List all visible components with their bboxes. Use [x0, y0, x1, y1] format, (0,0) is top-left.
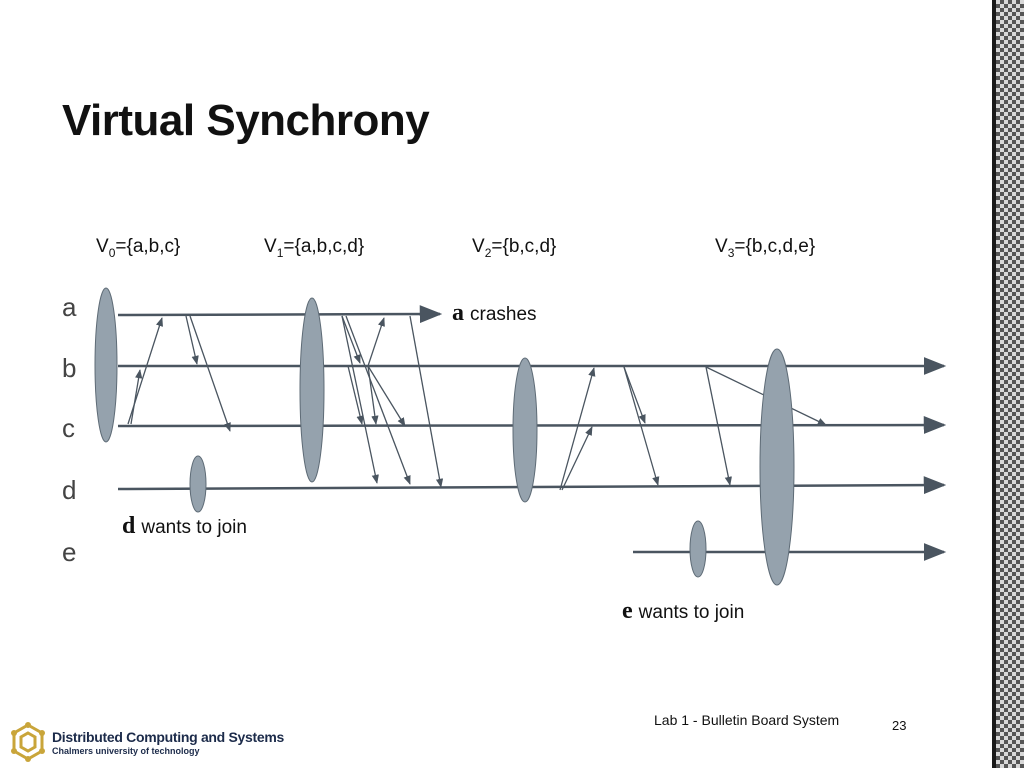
message-arrow	[341, 315, 361, 364]
message-arrow	[189, 315, 231, 432]
page-number: 23	[892, 718, 907, 733]
message-arrow	[341, 315, 379, 484]
process-label-b: b	[62, 353, 77, 383]
footer-course-title: Lab 1 - Bulletin Board System	[654, 712, 840, 728]
view-change-v1	[299, 297, 325, 483]
virtual-synchrony-diagram	[94, 287, 947, 586]
message-arrow	[561, 426, 593, 491]
page-title: Virtual Synchrony	[62, 96, 430, 145]
message-arrow	[705, 366, 732, 486]
message-arrow	[623, 366, 646, 424]
message-arrow	[367, 365, 406, 427]
chalmers-logo-icon	[8, 722, 48, 762]
message-arrow	[345, 315, 411, 485]
join-request-e	[689, 520, 707, 578]
message-arrow	[367, 317, 385, 367]
view-label-v0: V0={a,b,c}	[96, 236, 181, 260]
message-arrow	[130, 369, 143, 425]
organization-name: Distributed Computing and Systems Chalme…	[52, 729, 285, 756]
process-label-a: a	[62, 292, 77, 322]
message-arrow	[367, 365, 379, 425]
view-change-v2	[512, 357, 538, 503]
decorative-border	[976, 0, 1024, 768]
message-arrow	[185, 315, 199, 365]
join-request-d	[189, 455, 207, 513]
view-change-v3	[759, 348, 795, 586]
message-arrow	[559, 367, 596, 491]
process-label-e: e	[62, 537, 77, 567]
message-arrow	[347, 365, 364, 425]
view-change-v0	[94, 287, 118, 443]
timeline-a	[117, 305, 443, 324]
process-label-c: c	[62, 413, 75, 443]
message-arrow	[409, 315, 444, 488]
view-label-v3: V3={b,c,d,e}	[715, 236, 816, 260]
view-label-v1: V1={a,b,c,d}	[264, 236, 365, 260]
view-label-v2: V2={b,c,d}	[472, 236, 557, 260]
message-arrow	[623, 366, 660, 486]
process-label-d: d	[62, 475, 77, 505]
